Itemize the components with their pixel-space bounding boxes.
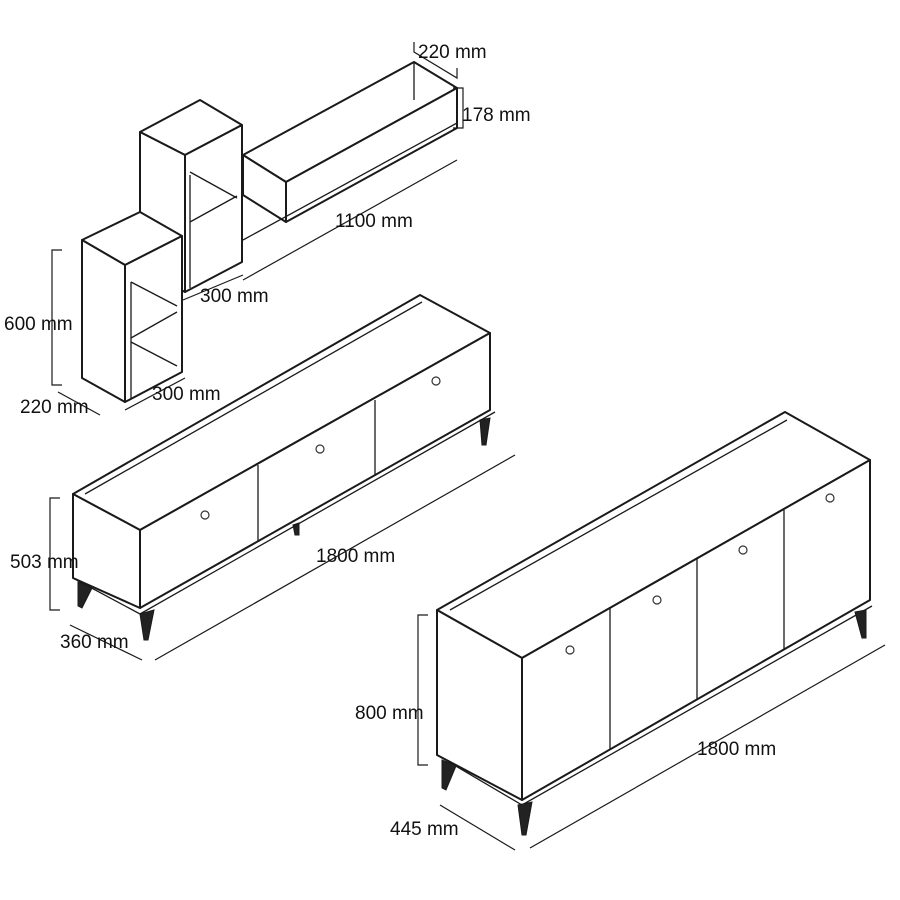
- tv-unit-length-label: 1800 mm: [316, 546, 395, 567]
- bookcase: [81, 211, 183, 403]
- door-knob-icon: [200, 510, 210, 520]
- tv-unit: [72, 294, 496, 641]
- tv-unit-depth-label: 360 mm: [60, 632, 129, 653]
- wall-shelf-depth-label: 220 mm: [418, 42, 487, 63]
- cube-width-label: 300 mm: [200, 286, 269, 307]
- sideboard-dimension-lines: [417, 614, 886, 851]
- door-knob-icon: [565, 645, 575, 655]
- sideboard-depth-label: 445 mm: [390, 819, 459, 840]
- door-knob-icon: [738, 545, 748, 555]
- shelf-dimension-lines: [51, 42, 464, 416]
- long-wall-shelf: [242, 61, 458, 241]
- tv-unit-height-label: 503 mm: [10, 552, 79, 573]
- sideboard: [436, 411, 873, 836]
- door-knob-icon: [431, 376, 441, 386]
- wall-shelf-length-label: 1100 mm: [335, 211, 413, 232]
- bookcase-height-label: 600 mm: [4, 314, 73, 335]
- tv-unit-dimension-lines: [49, 454, 516, 661]
- door-knob-icon: [825, 493, 835, 503]
- wall-shelf-height-label: 178 mm: [462, 105, 531, 126]
- bookcase-width-label: 300 mm: [152, 384, 221, 405]
- door-knob-icon: [315, 444, 325, 454]
- sideboard-height-label: 800 mm: [355, 703, 424, 724]
- bookcase-depth-label: 220 mm: [20, 397, 89, 418]
- sideboard-length-label: 1800 mm: [697, 739, 776, 760]
- door-knob-icon: [652, 595, 662, 605]
